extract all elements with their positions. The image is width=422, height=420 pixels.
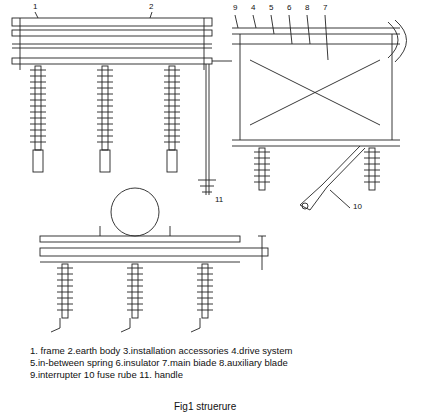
insulators [254,148,380,190]
callout-number: 1 [32,3,38,11]
insulators [51,264,213,332]
leader-lines [235,15,350,208]
callout-number: 7 [322,4,328,12]
callout-number: 5 [268,4,274,12]
callout-number: 2 [148,3,154,11]
parts-key: 5.in-between spring 6.insulator 7.main b… [30,358,288,368]
insulators [30,66,180,172]
top-view [40,188,268,270]
callout-number: 8 [304,4,310,12]
callout-number: 10 [352,203,363,211]
figure-caption: Fig1 struerure [174,402,236,412]
parts-key: 1. frame 2.earth body 3.installation acc… [30,346,292,356]
parts-key: 9.interrupter 10 fuse rube 11. handle [30,370,183,380]
front-view [12,12,232,195]
callout-number: 4 [250,4,256,12]
callout-number: 6 [286,4,292,12]
side-view [232,20,407,210]
callout-number: 11 [214,196,224,204]
callout-number: 9 [232,4,238,12]
